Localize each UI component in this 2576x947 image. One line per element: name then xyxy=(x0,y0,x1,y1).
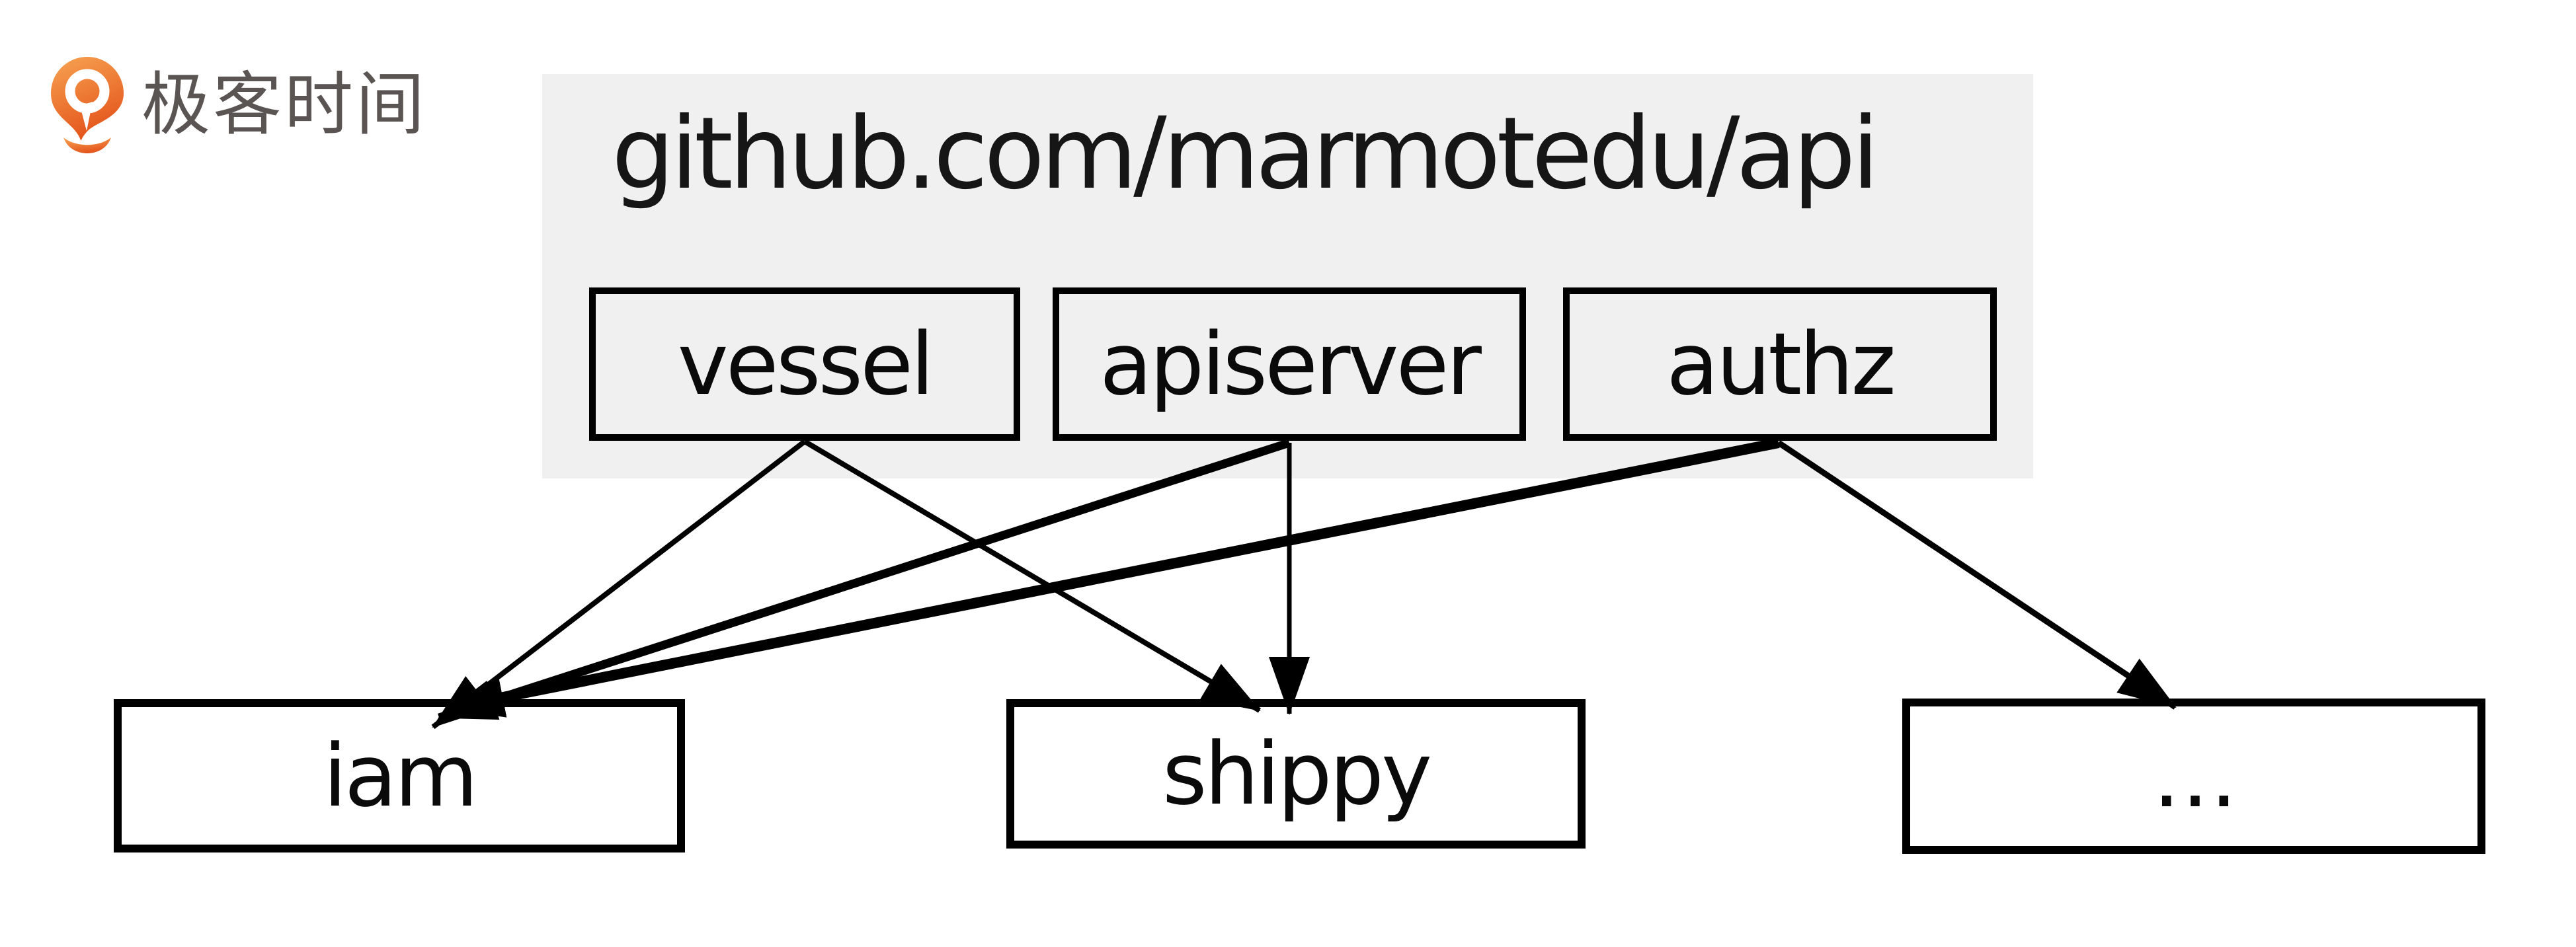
arrow-apiserver-to-iam xyxy=(437,438,1291,722)
module-box-apiserver: apiserver xyxy=(1053,287,1526,441)
module-box-vessel: vessel xyxy=(589,287,1020,441)
panel-title: github.com/marmotedu/api xyxy=(612,96,1879,211)
arrow-authz-to-dots xyxy=(1777,440,2177,710)
repo-label-iam: iam xyxy=(323,726,478,826)
api-repo-panel xyxy=(542,74,2033,478)
arrow-vessel-to-iam xyxy=(431,439,807,730)
module-label-authz: authz xyxy=(1666,314,1896,414)
geektime-logo: 极客时间 xyxy=(49,56,427,153)
repo-label-ellipsis: … xyxy=(2152,726,2238,827)
repo-box-ellipsis: … xyxy=(1902,699,2485,854)
geektime-logo-text: 极客时间 xyxy=(141,64,428,145)
repo-label-shippy: shippy xyxy=(1162,724,1432,824)
repo-box-iam: iam xyxy=(114,699,685,852)
module-label-vessel: vessel xyxy=(677,314,934,414)
repo-box-shippy: shippy xyxy=(1006,699,1586,849)
geektime-logo-icon xyxy=(51,57,124,153)
module-box-authz: authz xyxy=(1563,287,1997,441)
arrow-vessel-to-shippy xyxy=(803,439,1262,713)
module-label-apiserver: apiserver xyxy=(1100,314,1482,414)
arrow-authz-to-iam xyxy=(446,437,1780,718)
